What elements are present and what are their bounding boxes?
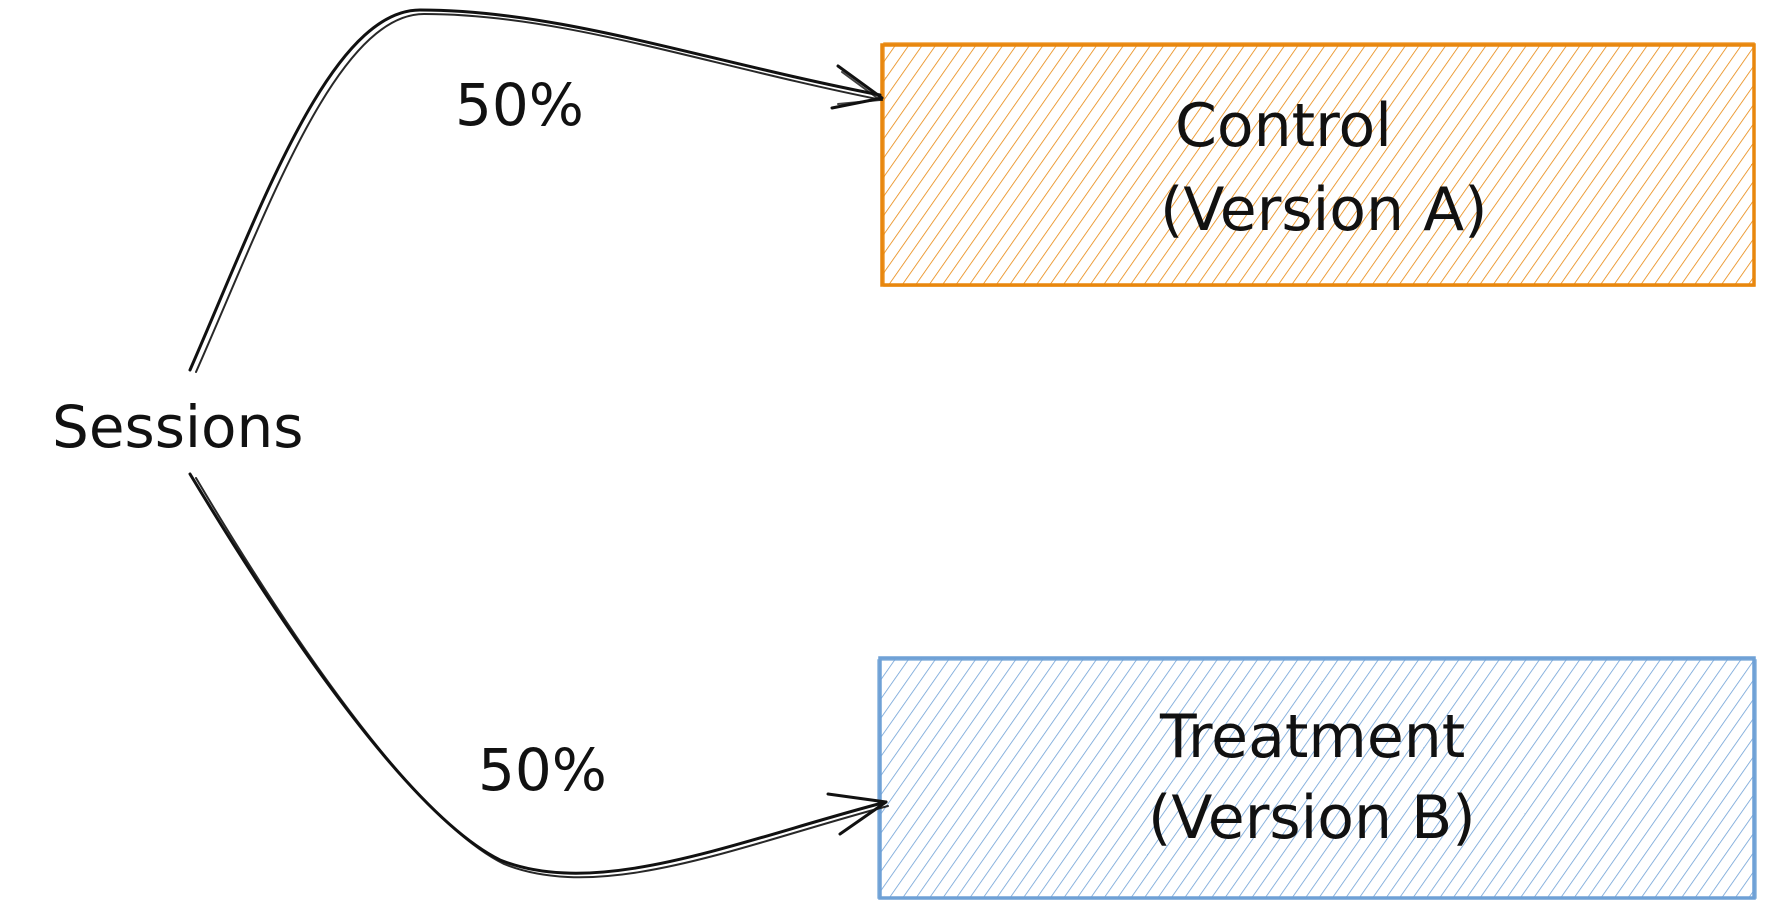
control-box-rect-sketch [883, 42, 1755, 287]
arrow-to-control [188, 8, 884, 373]
control-box-subtitle: (Version A) [1160, 175, 1488, 245]
control-box-rect [880, 43, 1756, 287]
treatment-percent-label: 50% [478, 736, 607, 804]
control-box: Control (Version A) [880, 42, 1756, 287]
arrowhead-icon [826, 792, 888, 836]
treatment-box-rect-sketch [877, 659, 1757, 899]
control-percent-label: 50% [455, 71, 584, 139]
treatment-box-rect [878, 656, 1756, 900]
sessions-label: Sessions [52, 393, 304, 461]
treatment-box-title: Treatment [1159, 702, 1465, 772]
control-box-title: Control [1175, 91, 1392, 161]
treatment-box-subtitle: (Version B) [1148, 783, 1476, 853]
arrow-to-treatment [188, 472, 889, 879]
treatment-box: Treatment (Version B) [877, 656, 1757, 900]
arrowhead-icon [830, 64, 884, 110]
